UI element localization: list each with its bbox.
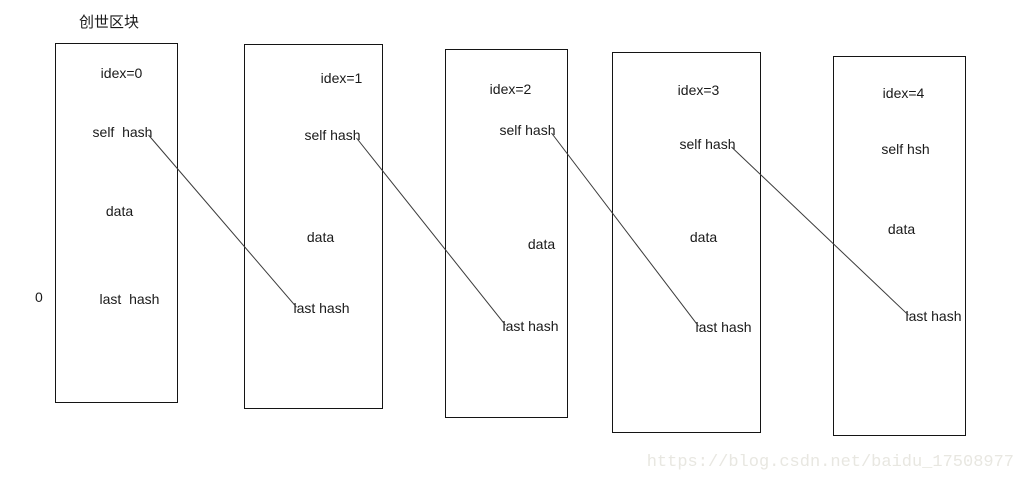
block-1: idex=1 self hash data last hash: [244, 44, 383, 409]
block-4-last-hash-row: last hash: [868, 307, 999, 325]
block-4: idex=4 self hsh data last hash: [833, 56, 966, 436]
block-0-data-row: data: [59, 202, 180, 220]
block-2-last-hash-row: last hash: [470, 317, 591, 335]
block-0-data-label: data: [105, 203, 134, 219]
block-4-index-row: idex=4: [838, 84, 969, 102]
watermark-url: https://blog.csdn.net/baidu_17508977: [646, 453, 1014, 472]
block-0-last-hash-row: last hash: [69, 290, 190, 308]
block-4-data-label: data: [887, 221, 916, 237]
block-0-index-row: idex=0: [61, 64, 182, 82]
block-0-self-hash-label: self hash: [92, 124, 153, 140]
block-1-last-hash-label: last hash: [293, 300, 350, 316]
block-2-self-hash-label: self hash: [499, 122, 556, 138]
block-3-index-label: idex=3: [677, 82, 720, 98]
block-0-last-hash-label: last hash: [99, 291, 160, 307]
block-3-index-row: idex=3: [625, 81, 772, 99]
block-2: idex=2 self hash data last hash: [445, 49, 568, 418]
block-2-data-label: data: [527, 236, 556, 252]
block-0: idex=0 self hash data last hash: [55, 43, 178, 403]
block-4-last-hash-label: last hash: [905, 308, 962, 324]
block-1-data-label: data: [306, 229, 335, 245]
block-2-index-label: idex=2: [489, 81, 532, 97]
zero-label: 0: [35, 289, 43, 305]
block-2-data-row: data: [481, 235, 602, 253]
block-3-last-hash-row: last hash: [650, 318, 797, 336]
block-4-self-hash-label: self hsh: [881, 141, 930, 157]
block-3-last-hash-label: last hash: [695, 319, 752, 335]
block-1-self-hash-row: self hash: [264, 126, 401, 144]
block-1-data-row: data: [252, 228, 389, 246]
genesis-block-label: 创世区块: [79, 14, 140, 31]
block-4-data-row: data: [836, 220, 967, 238]
block-0-index-label: idex=0: [100, 65, 143, 81]
block-1-index-row: idex=1: [273, 69, 410, 87]
block-2-last-hash-label: last hash: [502, 318, 559, 334]
block-3-data-label: data: [689, 229, 718, 245]
block-1-last-hash-row: last hash: [253, 299, 390, 317]
block-3-self-hash-row: self hash: [634, 135, 781, 153]
block-4-index-label: idex=4: [882, 85, 925, 101]
block-4-self-hash-row: self hsh: [840, 140, 971, 158]
block-2-index-row: idex=2: [450, 80, 571, 98]
block-1-index-label: idex=1: [320, 70, 363, 86]
block-0-self-hash-row: self hash: [62, 123, 183, 141]
block-3-data-row: data: [630, 228, 777, 246]
block-1-self-hash-label: self hash: [304, 127, 361, 143]
block-3: idex=3 self hash data last hash: [612, 52, 761, 433]
block-3-self-hash-label: self hash: [679, 136, 736, 152]
block-2-self-hash-row: self hash: [467, 121, 588, 139]
